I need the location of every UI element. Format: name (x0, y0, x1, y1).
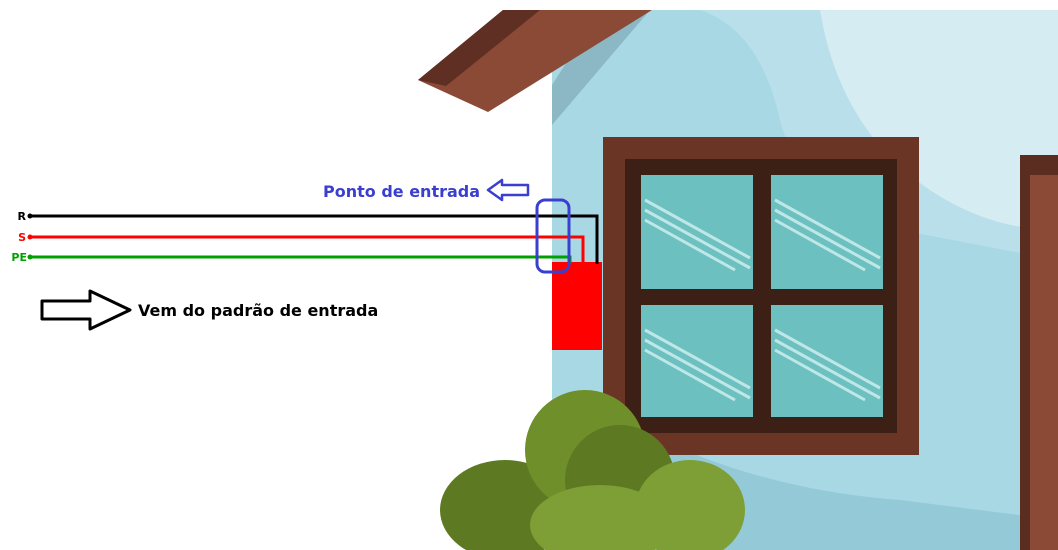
roof-shadow (552, 10, 650, 125)
wire-s-end-dot (27, 234, 33, 240)
door-panel (1030, 175, 1058, 550)
service-arrow-icon (40, 289, 132, 331)
bush-front-center (530, 485, 670, 550)
roof-dark-edge (418, 10, 540, 86)
entry-point-highlight (535, 198, 571, 274)
wire-s (30, 235, 585, 264)
wire-pe-end-dot (27, 254, 33, 260)
entry-point-label: Ponto de entrada (323, 182, 480, 201)
window-pane-top-left (641, 175, 753, 289)
wire-pe-label: PE (11, 251, 27, 264)
wall-lighter-shape (820, 10, 1058, 230)
window-pane-bottom-left (641, 305, 753, 417)
meter-box (552, 262, 602, 350)
wires (30, 214, 599, 264)
wire-s-label: S (18, 231, 26, 244)
window (603, 137, 919, 455)
entry-point-arrow-icon (486, 178, 530, 202)
wire-pe (30, 255, 572, 264)
bush (440, 390, 745, 550)
house (418, 10, 1058, 550)
wire-r-end-dot (27, 213, 33, 219)
window-pane-top-right (771, 175, 883, 289)
glass-reflection (644, 198, 881, 402)
wire-r (30, 214, 599, 264)
wall-shadow-shape (640, 430, 1058, 550)
wire-r-label: R (18, 210, 27, 223)
window-pane-bottom-right (771, 305, 883, 417)
service-origin-label: Vem do padrão de entrada (138, 301, 378, 320)
